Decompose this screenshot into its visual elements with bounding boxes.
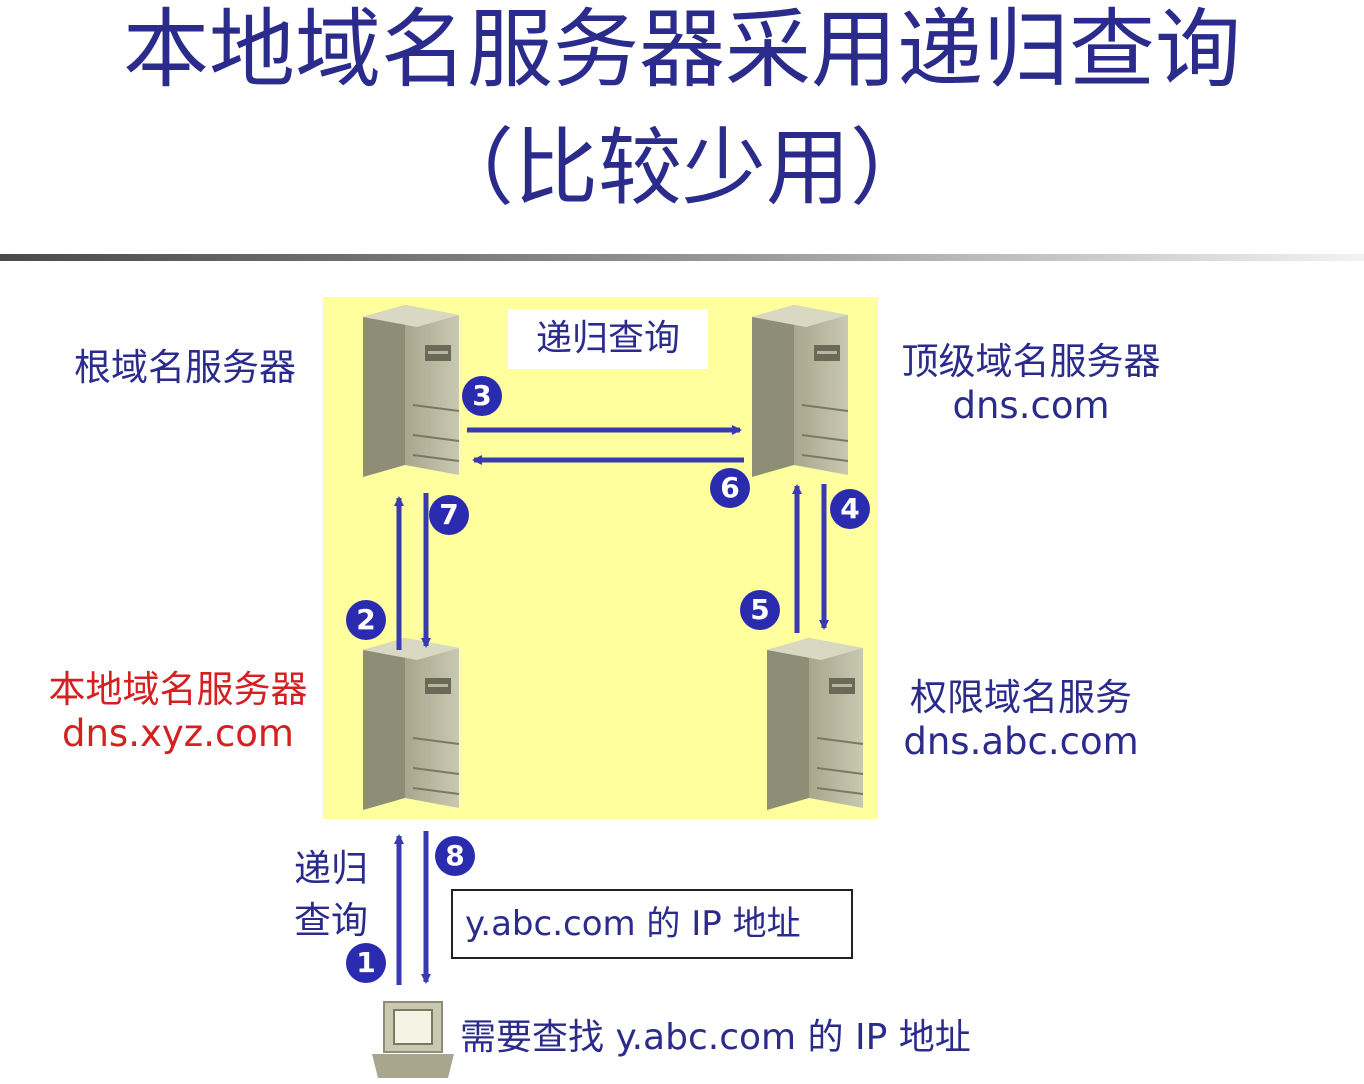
local-server-label: 本地域名服务器 dns.xyz.com <box>30 668 326 756</box>
page-subtitle: （比较少用） <box>429 119 934 217</box>
local-server-icon <box>362 637 460 811</box>
client-label: 需要查找 y.abc.com 的 IP 地址 <box>460 1017 971 1058</box>
authoritative-server-label: 权限域名服务 dns.abc.com <box>896 676 1146 764</box>
root-server-label: 根域名服务器 <box>74 346 296 389</box>
client-computer-icon <box>372 1001 454 1078</box>
authoritative-server-domain: dns.abc.com <box>903 720 1139 763</box>
step-badge-1: 1 <box>346 943 386 983</box>
tld-server-domain: dns.com <box>952 384 1110 427</box>
local-server-domain: dns.xyz.com <box>62 712 294 755</box>
step-badge-5: 5 <box>740 590 780 630</box>
tld-server-name: 顶级域名服务器 <box>901 340 1161 383</box>
recursive-query-label-bottom: 递归 查询 <box>294 843 368 947</box>
tld-server-label: 顶级域名服务器 dns.com <box>882 340 1180 428</box>
answer-box: y.abc.com 的 IP 地址 <box>451 889 853 959</box>
recursive-query-line2: 查询 <box>294 899 368 942</box>
authoritative-server-name: 权限域名服务 <box>910 676 1132 719</box>
tld-server-icon <box>751 304 849 478</box>
step-badge-2: 2 <box>346 600 386 640</box>
local-server-name: 本地域名服务器 <box>48 668 308 711</box>
recursive-query-label-top: 递归查询 <box>508 309 708 369</box>
page-title: 本地域名服务器采用递归查询 <box>123 0 1241 100</box>
step-badge-8: 8 <box>435 836 475 876</box>
root-server-icon <box>362 304 460 478</box>
recursive-query-line1: 递归 <box>294 847 368 890</box>
step-badge-7: 7 <box>429 495 469 535</box>
authoritative-server-icon <box>766 637 864 811</box>
step-badge-6: 6 <box>710 468 750 508</box>
step-badge-4: 4 <box>830 489 870 529</box>
title-divider <box>0 254 1364 261</box>
step-badge-3: 3 <box>462 376 502 416</box>
